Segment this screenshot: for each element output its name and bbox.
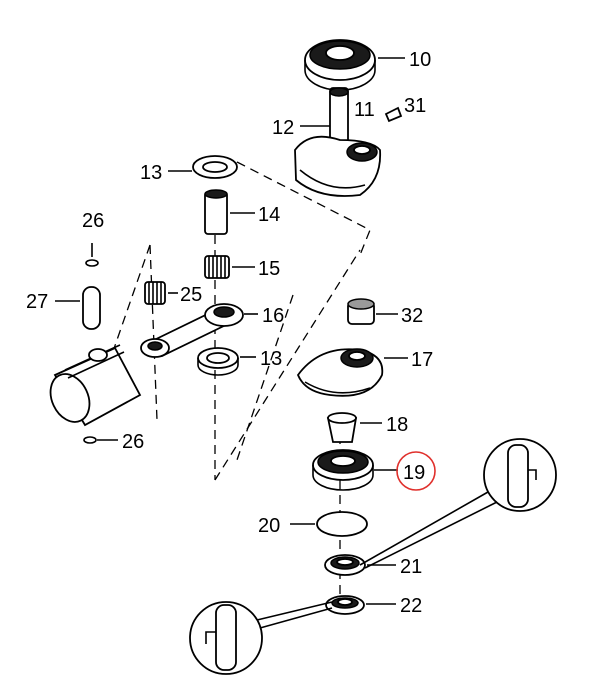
label-19: 19: [403, 462, 425, 484]
label-18: 18: [386, 414, 408, 436]
part-19-ball-bearing[interactable]: [312, 449, 374, 491]
part-15-needle-bearing[interactable]: [204, 255, 230, 279]
highlight-circle-19: [396, 451, 436, 491]
label-13-lower: 13: [260, 348, 282, 370]
label-27: 27: [26, 291, 48, 313]
part-16-connecting-rod[interactable]: [140, 303, 244, 358]
label-26-upper: 26: [82, 210, 104, 232]
part-22-seal[interactable]: [325, 595, 365, 615]
part-31-pin[interactable]: [384, 106, 403, 123]
part-13-thrust-washer-upper[interactable]: [192, 155, 238, 179]
label-31: 31: [404, 95, 426, 117]
label-12: 12: [272, 117, 294, 139]
label-14: 14: [258, 204, 280, 226]
label-22: 22: [400, 595, 422, 617]
label-20: 20: [258, 515, 280, 537]
part-26-circlip-upper[interactable]: [85, 259, 99, 267]
part-25-small-bearing[interactable]: [144, 281, 166, 305]
part-27-piston-pin[interactable]: [82, 286, 101, 330]
label-25: 25: [180, 284, 202, 306]
label-17: 17: [411, 349, 433, 371]
part-12-crankshaft-upper[interactable]: [294, 87, 382, 197]
leader-lines: [55, 57, 408, 605]
part-21-seal[interactable]: [324, 554, 366, 576]
detail-view-lower: [189, 601, 333, 675]
part-14-bushing[interactable]: [204, 189, 228, 235]
part-32-bearing-cap[interactable]: [347, 298, 375, 325]
part-10-oil-seal[interactable]: [304, 39, 376, 91]
part-18-shaft-end[interactable]: [326, 412, 358, 443]
label-13-upper: 13: [140, 162, 162, 184]
part-17-crank-web-lower[interactable]: [296, 348, 384, 397]
part-26-circlip-lower[interactable]: [83, 436, 97, 444]
part-13-thrust-washer-lower[interactable]: [197, 347, 239, 376]
label-15: 15: [258, 258, 280, 280]
label-26-lower: 26: [122, 431, 144, 453]
label-10: 10: [409, 49, 431, 71]
label-16: 16: [262, 305, 284, 327]
label-11: 11: [354, 99, 375, 121]
label-21: 21: [400, 556, 422, 578]
piston[interactable]: [43, 344, 142, 428]
label-32: 32: [401, 305, 423, 327]
part-20-shim[interactable]: [316, 511, 368, 537]
detail-view-upper: [359, 438, 557, 569]
